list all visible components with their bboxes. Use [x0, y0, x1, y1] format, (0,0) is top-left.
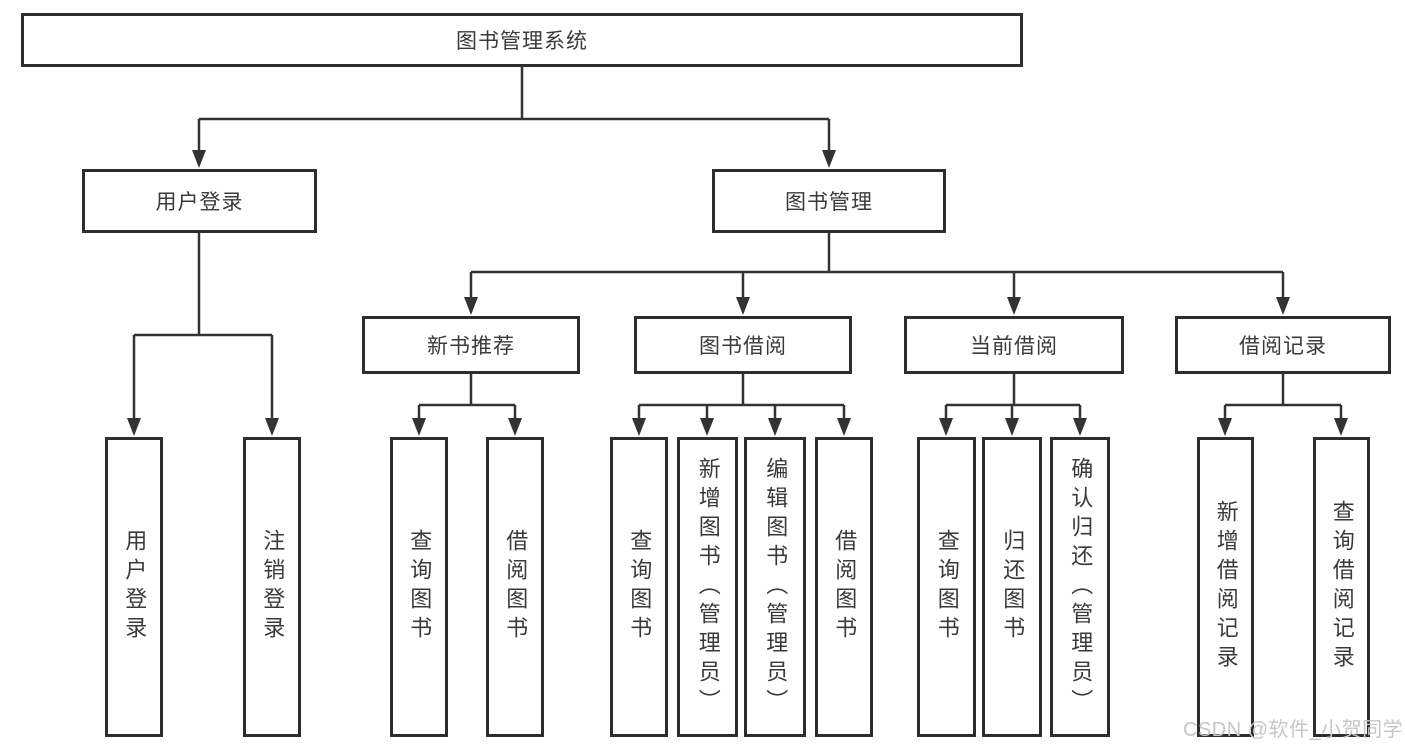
leaf-edit-book-admin: 编辑图书（管理员） — [744, 437, 806, 737]
leaf-borrow-books-recommend-label: 借阅图书 — [503, 529, 529, 645]
leaf-query-books-recommend-label: 查询图书 — [407, 529, 433, 645]
leaf-return-books-label: 归还图书 — [1000, 529, 1026, 645]
leaf-query-borrow-record-label: 查询借阅记录 — [1329, 500, 1355, 674]
leaf-query-books-current-label: 查询图书 — [934, 529, 960, 645]
node-book-borrowing: 图书借阅 — [634, 316, 852, 374]
leaf-confirm-return-admin-label: 确认归还（管理员） — [1068, 456, 1094, 718]
leaf-query-books-recommend: 查询图书 — [390, 437, 448, 737]
leaf-query-books-current: 查询图书 — [917, 437, 976, 737]
leaf-borrow-books-borrowing-label: 借阅图书 — [832, 529, 858, 645]
node-user-login-label: 用户登录 — [155, 191, 244, 214]
leaf-query-borrow-record: 查询借阅记录 — [1313, 437, 1370, 737]
node-book-management: 图书管理 — [712, 169, 946, 233]
leaf-return-books: 归还图书 — [982, 437, 1042, 737]
leaf-add-book-admin: 新增图书（管理员） — [677, 437, 738, 737]
leaf-user-login-label: 用户登录 — [122, 529, 148, 645]
leaf-logout: 注销登录 — [243, 437, 301, 737]
leaf-borrow-books-recommend: 借阅图书 — [486, 437, 544, 737]
node-borrow-records-label: 借阅记录 — [1239, 335, 1327, 358]
node-user-login-group: 用户登录 — [82, 169, 317, 233]
leaf-query-books-borrowing-label: 查询图书 — [627, 529, 653, 645]
node-borrow-records: 借阅记录 — [1175, 316, 1391, 374]
leaf-borrow-books-borrowing: 借阅图书 — [815, 437, 873, 737]
leaf-add-borrow-record-label: 新增借阅记录 — [1213, 500, 1239, 674]
csdn-watermark: CSDN @软件_小贺同学 — [1183, 719, 1404, 741]
leaf-add-borrow-record: 新增借阅记录 — [1197, 437, 1254, 737]
leaf-edit-book-admin-label: 编辑图书（管理员） — [763, 456, 789, 718]
leaf-query-books-borrowing: 查询图书 — [610, 437, 668, 737]
node-root-system: 图书管理系统 — [21, 13, 1023, 67]
node-new-book-recommend-label: 新书推荐 — [427, 335, 515, 358]
leaf-add-book-admin-label: 新增图书（管理员） — [695, 456, 721, 718]
node-current-borrowing-label: 当前借阅 — [970, 335, 1058, 358]
node-new-book-recommend: 新书推荐 — [362, 316, 580, 374]
leaf-logout-label: 注销登录 — [260, 529, 286, 645]
leaf-user-login: 用户登录 — [105, 437, 163, 737]
node-root-label: 图书管理系统 — [456, 30, 588, 53]
node-book-borrowing-label: 图书借阅 — [699, 335, 787, 358]
node-book-management-label: 图书管理 — [785, 191, 873, 214]
node-current-borrowing: 当前借阅 — [904, 316, 1124, 374]
leaf-confirm-return-admin: 确认归还（管理员） — [1050, 437, 1110, 737]
